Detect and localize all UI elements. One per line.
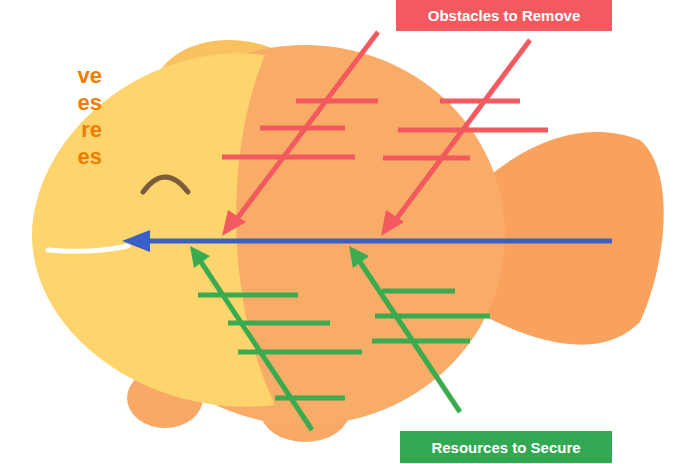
spine-arrow	[122, 230, 612, 252]
resources-box: Resources to Secure	[400, 431, 612, 463]
obstacle-bones	[222, 32, 548, 236]
box-title: Resources to Secure	[431, 439, 580, 456]
fish-eye	[143, 177, 188, 192]
box-title: Obstacles to Remove	[428, 7, 581, 24]
fish-mouth	[48, 246, 128, 251]
side-caption: ve es re es	[62, 62, 102, 170]
resource-bones	[190, 246, 490, 430]
obstacles-box: Obstacles to Remove	[396, 0, 612, 31]
